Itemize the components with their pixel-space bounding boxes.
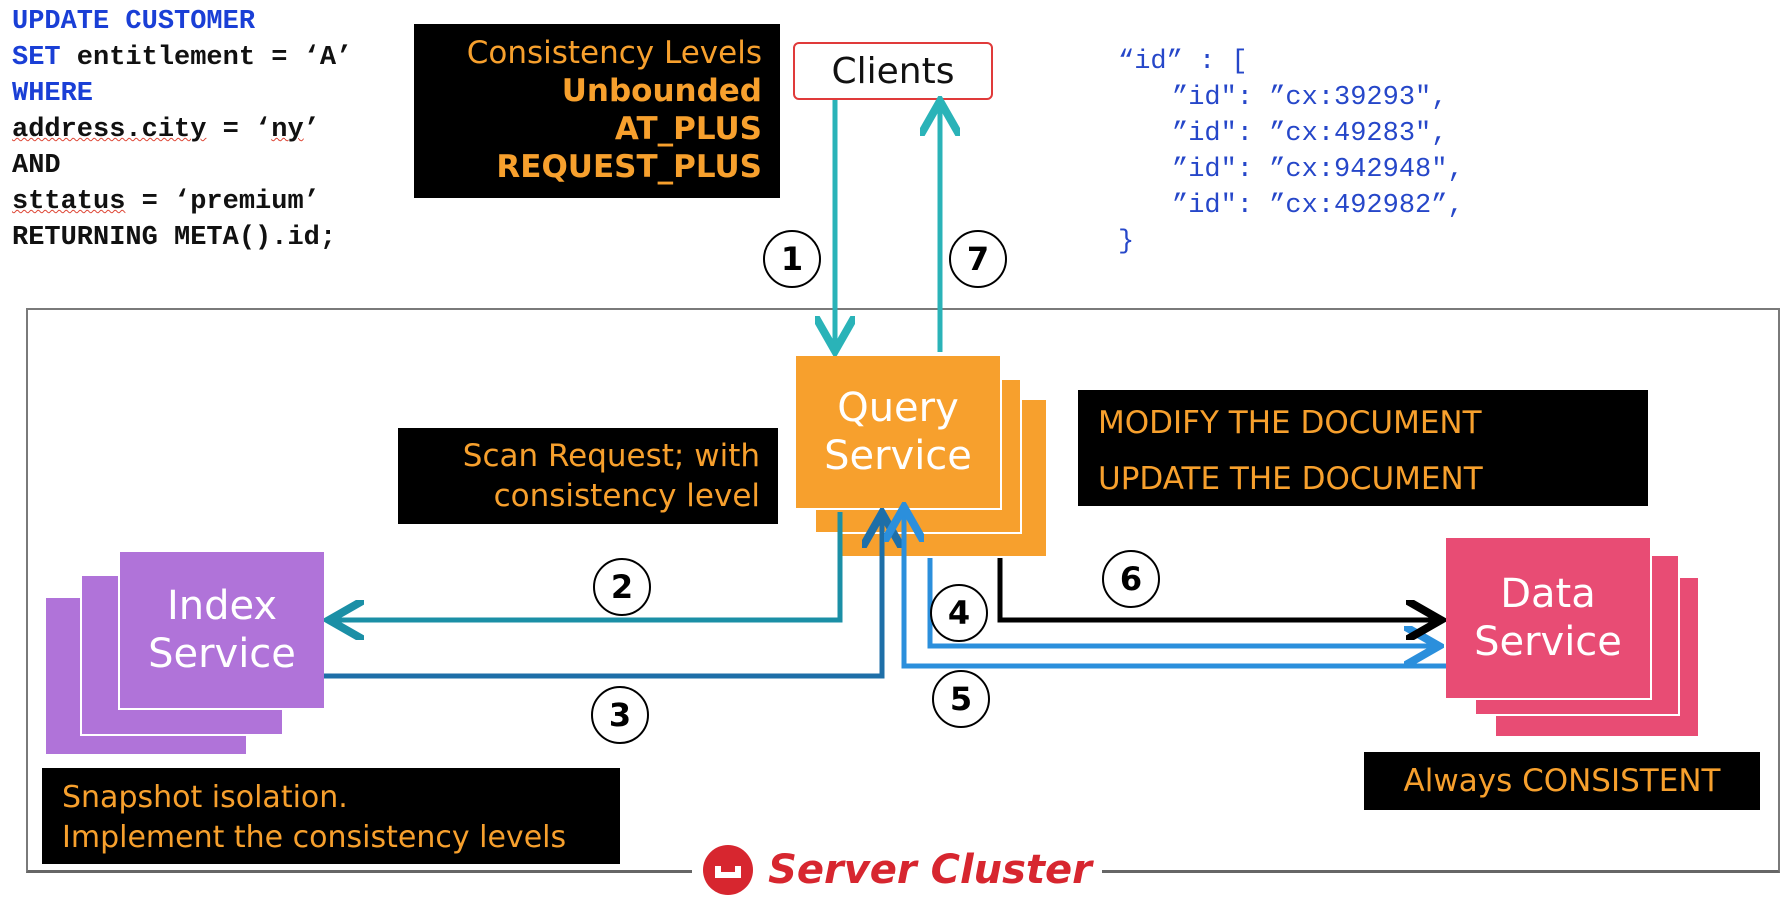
clients-label: Clients — [831, 50, 955, 92]
sql-quote: ’ — [303, 115, 320, 145]
query-service-box: Query Service — [794, 354, 1002, 510]
consistency-level-unbounded: Unbounded — [561, 73, 762, 109]
step-2-circle: 2 — [593, 558, 651, 616]
step-5-circle: 5 — [932, 670, 990, 728]
scan-request-line-2: consistency level — [493, 478, 760, 514]
sql-eq: = ‘ — [206, 115, 272, 145]
json-row: ”id": ”cx:49283", — [1172, 119, 1448, 149]
step-6-label: 6 — [1119, 560, 1143, 598]
data-service-label-2: Service — [1474, 619, 1622, 665]
step-6-circle: 6 — [1102, 550, 1160, 608]
couchbase-logo-icon — [702, 844, 754, 896]
query-service-label-2: Service — [824, 433, 972, 479]
step-1-circle: 1 — [763, 230, 821, 288]
step-5-label: 5 — [949, 680, 973, 718]
index-service-label-1: Index — [166, 583, 278, 629]
sql-address-city: address.city — [12, 115, 207, 145]
step-1-label: 1 — [780, 240, 804, 278]
sql-and: AND — [12, 151, 61, 181]
step-7-circle: 7 — [949, 230, 1007, 288]
index-service-label-2: Service — [148, 631, 296, 677]
scan-request-line-1: Scan Request; with — [462, 438, 760, 474]
always-consistent-label: Always CONSISTENT — [1403, 763, 1721, 799]
always-consistent-box: Always CONSISTENT — [1364, 752, 1760, 810]
sql-code: UPDATE CUSTOMER SET entitlement = ‘A’ WH… — [12, 4, 352, 256]
json-output: “id” : [ ”id": ”cx:39293", ”id": ”cx:492… — [1118, 44, 1464, 260]
server-cluster-label: Server Cluster — [692, 842, 1102, 898]
sql-line-set: entitlement = ‘A’ — [60, 43, 353, 73]
index-service-box: Index Service — [118, 550, 326, 710]
consistency-level-request-plus: REQUEST_PLUS — [496, 149, 762, 185]
step-2-label: 2 — [610, 568, 634, 606]
clients-box: Clients — [793, 42, 993, 100]
step-4-circle: 4 — [930, 584, 988, 642]
sql-kw-where: WHERE — [12, 79, 94, 109]
sql-premium: = ‘premium’ — [125, 187, 320, 217]
step-7-label: 7 — [966, 240, 990, 278]
consistency-level-at-plus: AT_PLUS — [614, 111, 762, 147]
json-row: ”id": ”cx:492982”, — [1172, 191, 1464, 221]
data-service-box: Data Service — [1444, 536, 1652, 700]
modify-document-box: MODIFY THE DOCUMENT UPDATE THE DOCUMENT — [1078, 390, 1648, 506]
step-3-label: 3 — [608, 696, 632, 734]
step-4-label: 4 — [947, 594, 971, 632]
json-row: ”id": ”cx:39293", — [1172, 83, 1448, 113]
consistency-levels-box: Consistency Levels Unbounded AT_PLUS REQ… — [414, 24, 780, 198]
consistency-title: Consistency Levels — [466, 35, 762, 71]
scan-request-box: Scan Request; with consistency level — [398, 428, 778, 524]
query-service-label-1: Query — [837, 385, 959, 431]
snapshot-line-2: Implement the consistency levels — [62, 820, 567, 855]
modify-line-2: UPDATE THE DOCUMENT — [1098, 461, 1483, 497]
modify-line-1: MODIFY THE DOCUMENT — [1098, 405, 1482, 441]
sql-kw-set: SET — [12, 43, 61, 73]
data-service-label-1: Data — [1500, 571, 1596, 617]
snapshot-isolation-box: Snapshot isolation. Implement the consis… — [42, 768, 620, 864]
sql-ny: ny — [271, 115, 304, 145]
json-row: ”id": ”cx:942948", — [1172, 155, 1464, 185]
server-cluster-text: Server Cluster — [768, 847, 1092, 893]
sql-returning: RETURNING META().id; — [12, 223, 337, 253]
json-close: } — [1118, 227, 1135, 257]
sql-sttatus: sttatus — [12, 187, 126, 217]
step-3-circle: 3 — [591, 686, 649, 744]
json-open: “id” : [ — [1118, 47, 1248, 77]
sql-line-update: UPDATE CUSTOMER — [12, 7, 256, 37]
snapshot-line-1: Snapshot isolation. — [62, 780, 348, 815]
